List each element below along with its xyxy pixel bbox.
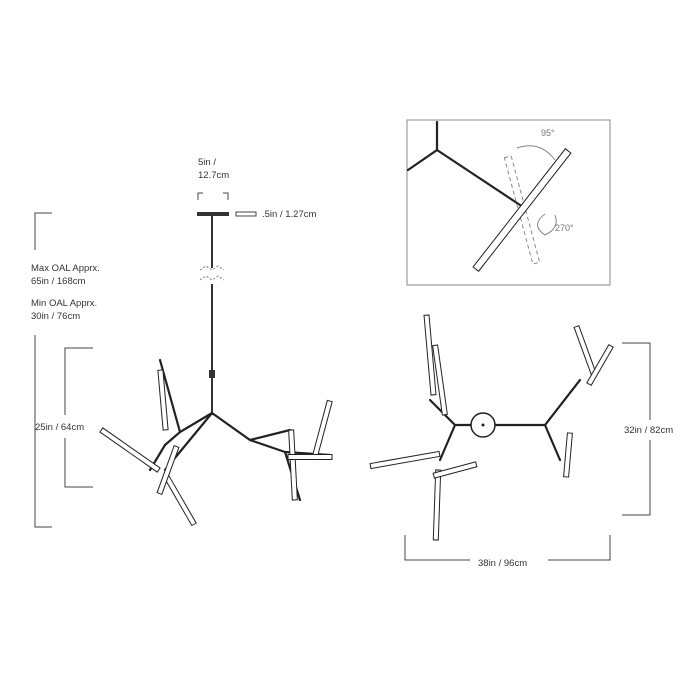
max-oal-value: 65in / 168cm <box>31 276 85 287</box>
tilt-angle-label: 95° <box>541 128 555 138</box>
rotate-arrow-icon <box>537 213 557 236</box>
side-view-chandelier <box>99 216 333 527</box>
top-view-width-bracket <box>404 535 611 561</box>
max-oal-label: Max OAL Apprx. <box>31 263 100 274</box>
tilt-arrow-icon <box>516 145 556 161</box>
canopy <box>197 212 229 216</box>
canopy-height-marker <box>235 211 257 217</box>
overall-length-bracket <box>34 212 52 528</box>
canopy-width-value: 12.7cm <box>198 170 229 181</box>
canopy-height-label: .5in / 1.27cm <box>262 209 316 220</box>
min-oal-value: 30in / 76cm <box>31 311 80 322</box>
rotation-inset-illustration <box>406 120 572 272</box>
top-view-depth-label: 32in / 82cm <box>624 425 673 436</box>
top-view-width-label: 38in / 96cm <box>478 558 527 569</box>
top-view-depth-bracket <box>622 342 651 516</box>
top-view-chandelier <box>369 314 614 541</box>
canopy-width-label: 5in / <box>198 157 216 168</box>
min-oal-label: Min OAL Apprx. <box>31 298 97 309</box>
rotation-inset-frame <box>406 119 611 286</box>
body-height-bracket <box>64 347 93 488</box>
rotate-angle-label: 270° <box>555 223 574 233</box>
canopy-width-bracket <box>197 192 229 200</box>
body-height-label: 25in / 64cm <box>35 422 84 433</box>
